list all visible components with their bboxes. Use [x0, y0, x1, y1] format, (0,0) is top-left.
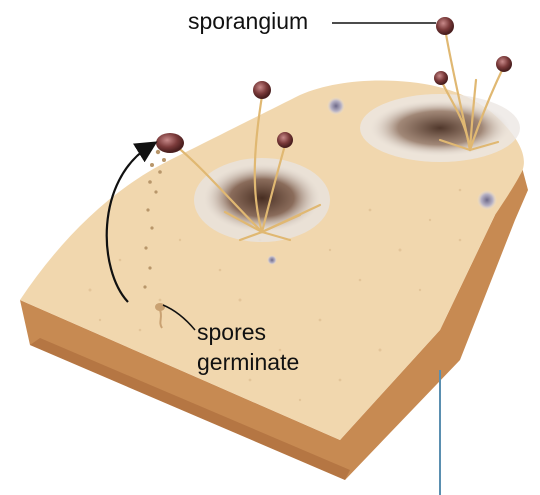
sporangium-icon: [436, 17, 454, 35]
mold-spot: [477, 190, 497, 210]
spores-label: spores: [197, 318, 266, 346]
sporangium-icon: [277, 132, 293, 148]
mold-spot: [267, 255, 277, 265]
sporangium-icon: [496, 56, 512, 72]
sporangium-burst-icon: [156, 133, 184, 153]
sporangium-icon: [434, 71, 448, 85]
sporangium-label: sporangium: [188, 7, 308, 35]
mold-spot: [327, 97, 345, 115]
germinate-label: germinate: [197, 348, 299, 376]
sporangium-icon: [253, 81, 271, 99]
